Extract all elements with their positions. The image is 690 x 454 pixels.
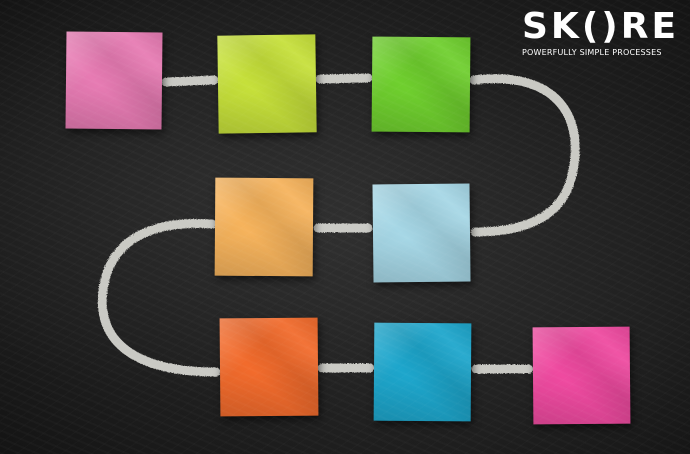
chalk-line-2-3 <box>315 73 373 84</box>
chalk-curve-3-5 <box>469 74 580 237</box>
chalk-curve-4-6 <box>97 219 221 377</box>
sticky-note-lime <box>217 34 317 134</box>
skore-logo: SK()RE POWERFULLY SIMPLE PROCESSES <box>522 6 680 58</box>
chalk-line-1-2 <box>161 75 219 87</box>
sticky-note-orange <box>219 317 319 417</box>
sticky-note-pink <box>65 31 163 130</box>
sticky-note-light-blue <box>372 183 471 283</box>
sticky-note-magenta <box>532 326 631 425</box>
logo-wordmark: SK()RE <box>522 6 680 47</box>
sticky-note-orange-light <box>214 177 314 277</box>
sticky-note-green <box>371 36 471 133</box>
sticky-note-blue <box>373 322 472 422</box>
logo-tagline: POWERFULLY SIMPLE PROCESSES <box>522 48 662 57</box>
